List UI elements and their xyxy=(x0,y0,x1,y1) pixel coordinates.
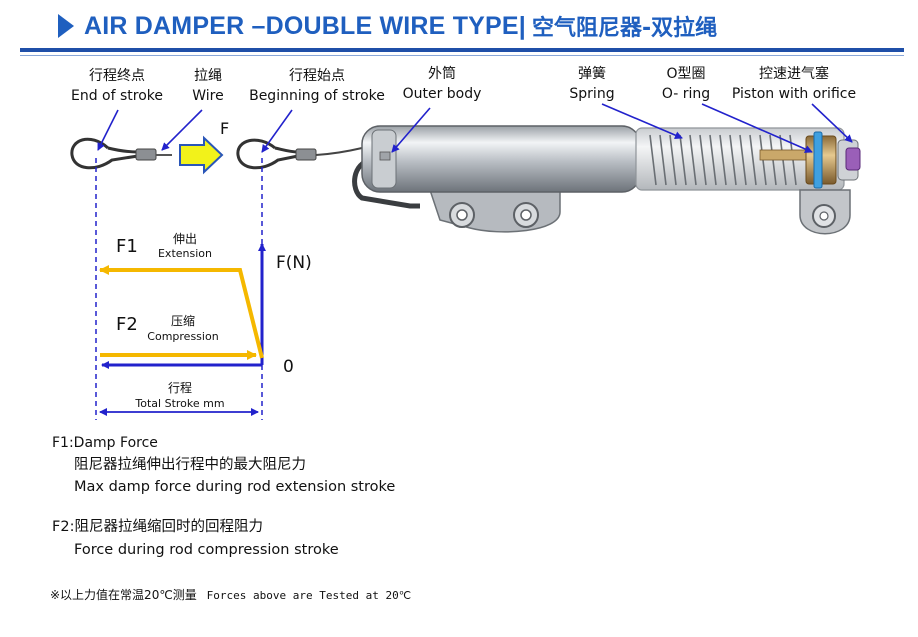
force-arrow-icon xyxy=(179,135,224,175)
force-chart xyxy=(99,243,266,416)
note-f1-en: Max damp force during rod extension stro… xyxy=(74,479,396,495)
force-label: F xyxy=(220,119,229,138)
note-f1-cn: 阻尼器拉绳伸出行程中的最大阻尼力 xyxy=(74,457,306,473)
wire-loop-beginning xyxy=(236,138,363,170)
title-chinese: 空气阻尼器-双拉绳 xyxy=(532,16,718,41)
label-f1-en: Extension xyxy=(158,247,212,260)
label-f2-en: Compression xyxy=(147,330,218,343)
label-f2-cn: 压缩 xyxy=(171,313,195,328)
title-rule xyxy=(20,48,904,52)
page-title: AIR DAMPER –DOUBLE WIRE TYPE| 空气阻尼器-双拉绳 xyxy=(58,8,717,44)
stroke-label-cn: 行程 xyxy=(168,380,192,395)
label-f1-cn: 伸出 xyxy=(173,232,197,246)
label-end-of-stroke: 行程终点 End of stroke xyxy=(70,68,164,104)
leader-lines xyxy=(97,103,853,153)
label-piston: 控速进气塞 Piston with orifice xyxy=(731,66,857,102)
label-spring: 弹簧 Spring xyxy=(569,66,615,102)
y-axis-label: F(N) xyxy=(276,253,312,273)
label-outer-body: 外筒 Outer body xyxy=(402,66,482,102)
label-o-ring: O型圈 O- ring xyxy=(661,66,711,102)
label-f2: F2 xyxy=(116,314,138,335)
footer-note: ※以上力值在常温20℃测量 Forces above are Tested at… xyxy=(50,584,411,607)
footer-note-en: Forces above are Tested at 20℃ xyxy=(206,589,412,602)
note-f2-en: Force during rod compression stroke xyxy=(74,542,339,558)
title-arrow-icon xyxy=(58,14,74,38)
label-wire: 拉绳 Wire xyxy=(192,68,224,104)
title-rule-thin xyxy=(20,55,904,56)
note-f2-title: F2:阻尼器拉绳缩回时的回程阻力 xyxy=(52,519,263,535)
origin-label: 0 xyxy=(283,357,294,377)
damper-assembly xyxy=(352,125,861,235)
wire-loop-end xyxy=(70,137,172,170)
footer-note-cn: ※以上力值在常温20℃测量 xyxy=(50,588,197,602)
curve-f1-extension xyxy=(99,265,264,359)
stroke-label-en: Total Stroke mm xyxy=(134,397,224,410)
label-f1: F1 xyxy=(116,236,138,257)
title-english: AIR DAMPER –DOUBLE WIRE TYPE| xyxy=(84,11,526,40)
note-f1-title: F1:Damp Force xyxy=(52,435,158,451)
label-beginning-of-stroke: 行程始点 Beginning of stroke xyxy=(249,68,385,104)
